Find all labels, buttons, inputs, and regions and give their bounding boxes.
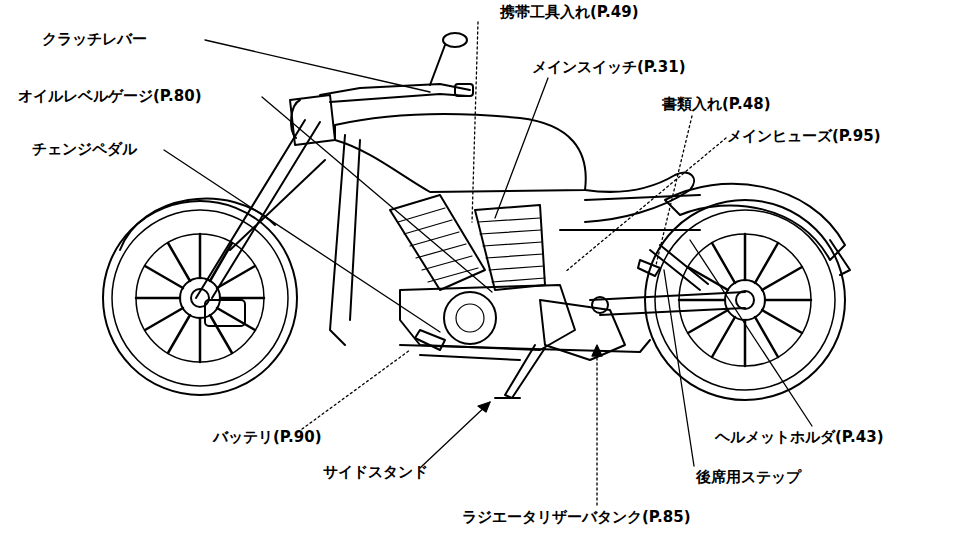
swingarm-and-shock (590, 245, 745, 315)
part-label: ラジエータリザーバタンク(P.85) (462, 508, 691, 526)
front-fork-and-bars (196, 33, 473, 298)
part-label: ヘルメットホルダ(P.43) (715, 428, 884, 446)
rear-wheel (645, 184, 850, 400)
part-label: オイルレベルゲージ(P.80) (18, 87, 202, 105)
part-label: メインスイッチ(P.31) (532, 58, 686, 76)
part-label: 後席用ステップ (696, 468, 801, 486)
side-stand (415, 330, 545, 398)
part-label: 書類入れ(P.48) (662, 95, 771, 113)
part-label: バッテリ(P.90) (213, 428, 322, 446)
part-label: サイドスタンド (323, 463, 428, 481)
frame-and-tank (330, 114, 700, 345)
leader-lines (164, 22, 812, 505)
part-label: クラッチレバー (42, 30, 147, 48)
engine (390, 195, 650, 360)
part-label: 携帯工具入れ(P.49) (500, 3, 639, 21)
part-label: メインヒューズ(P.95) (727, 127, 881, 145)
front-wheel (103, 199, 297, 395)
part-label: チェンジペダル (32, 140, 137, 158)
